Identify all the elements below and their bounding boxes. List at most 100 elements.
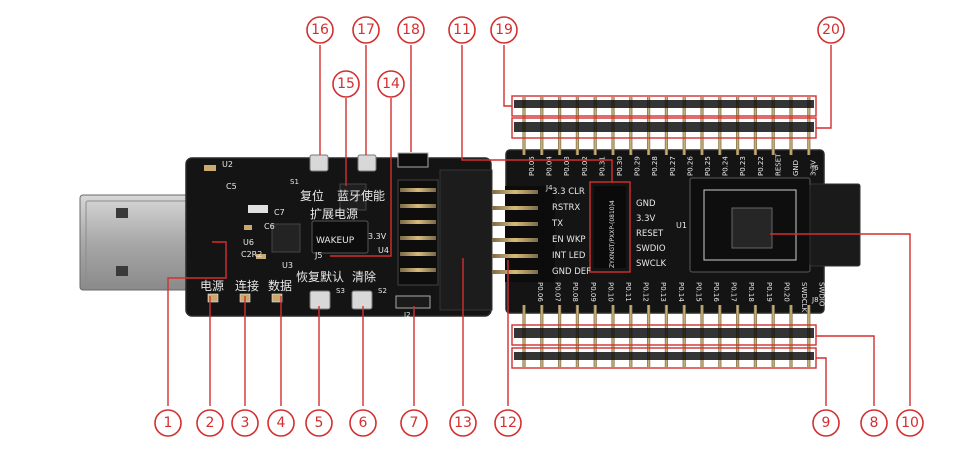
label-connect: 连接	[235, 278, 259, 293]
callout-label: 8	[870, 415, 879, 431]
side-header-pin	[492, 254, 538, 258]
callout-5: 5	[305, 409, 333, 437]
top-pin-headers	[514, 97, 814, 155]
label-u6: U6	[243, 238, 254, 247]
side-header-pin	[400, 252, 436, 256]
top-pin-label: P0.24	[722, 156, 730, 176]
side-header-label: GND DEF	[552, 267, 591, 277]
callout-2: 2	[196, 409, 224, 437]
bottom-pin-label: P0.08	[571, 282, 579, 302]
bottom-pin-label: P0.10	[606, 282, 614, 302]
swd-label: RESET	[636, 229, 664, 239]
side-header-pin	[492, 270, 538, 274]
callout-label: 2	[206, 415, 215, 431]
usb-dongle-pcb	[185, 152, 493, 317]
callout-11: 11	[448, 16, 476, 44]
label-u2: U2	[222, 160, 233, 169]
callout-18: 18	[397, 16, 425, 44]
callout-15: 15	[332, 70, 360, 98]
side-header-pin	[400, 220, 436, 224]
callout-10: 10	[896, 409, 924, 437]
callout-7: 7	[400, 409, 428, 437]
module-board	[505, 149, 861, 314]
callout-6: 6	[349, 409, 377, 437]
bottom-pin-label: P0.12	[642, 282, 650, 302]
callout-label: 5	[315, 415, 324, 431]
top-pin-label: P0.03	[563, 156, 571, 176]
label-power: 电源	[200, 279, 224, 293]
side-header-label: TX	[551, 219, 563, 229]
side-header-pin	[492, 206, 538, 210]
highlight-bottom-header-inner	[511, 324, 817, 346]
header-plastic-strip	[514, 122, 814, 132]
leader-1	[167, 241, 227, 406]
label-bt-enable: 蓝牙使能	[337, 188, 385, 203]
callout-13: 13	[449, 409, 477, 437]
top-pin-label: P0.29	[634, 156, 642, 176]
side-header-pin	[492, 190, 538, 194]
callout-4: 4	[267, 409, 295, 437]
callout-label: 3	[241, 415, 250, 431]
swd-label: GND	[636, 199, 656, 209]
top-pin-label: P0.27	[669, 156, 677, 176]
top-pin-label: P0.04	[546, 156, 554, 176]
callout-label: 10	[901, 415, 919, 431]
top-pin-label: P0.28	[651, 156, 659, 176]
bottom-pin-label: SWDIO	[818, 282, 826, 307]
top-pin-label: P0.22	[757, 156, 765, 176]
usb-side-header-pins	[400, 188, 538, 274]
top-pin-label: P0.31	[598, 156, 606, 176]
top-pin-label: P0.25	[704, 156, 712, 176]
side-header-pin	[492, 238, 538, 242]
side-header-label: RSTRX	[552, 203, 580, 213]
callout-label: 16	[311, 22, 329, 38]
top-pin-label: P0.30	[616, 156, 624, 176]
label-c5: C5	[226, 182, 237, 191]
callout-label: 12	[499, 415, 517, 431]
callout-1: 1	[154, 409, 182, 437]
callout-12: 12	[494, 409, 522, 437]
top-pin-label: P0.26	[686, 156, 694, 176]
side-header-pin	[400, 236, 436, 240]
bottom-pin-label: P0.17	[730, 282, 738, 302]
top-pin-label: P0.05	[528, 156, 536, 176]
label-s2: S2	[378, 287, 387, 295]
callout-label: 7	[410, 415, 419, 431]
label-ext-power: 扩展电源	[310, 207, 358, 221]
callout-14: 14	[377, 70, 405, 98]
bottom-pin-label: SWDCLK	[800, 282, 808, 313]
top-pin-label: 3.3V	[810, 160, 818, 176]
label-u3: U3	[282, 261, 293, 270]
callout-label: 14	[382, 76, 400, 92]
callout-label: 9	[822, 415, 831, 431]
bottom-pin-headers	[514, 305, 814, 367]
callout-8: 8	[860, 409, 888, 437]
top-pin-label: RESET	[774, 153, 782, 176]
label-restore-default: 恢复默认	[296, 269, 344, 284]
module-silkscreen: P0.05 P0.04 P0.03 P0.02 P0.31 P0.30 P0.29 P0.28…	[528, 153, 826, 313]
side-header-label: INT LED	[552, 251, 586, 261]
bottom-pin-label: P0.20	[782, 282, 790, 302]
callout-17: 17	[352, 16, 380, 44]
bottom-pin-label: P0.09	[589, 282, 597, 302]
label-j6: J6	[811, 164, 819, 172]
side-header-pin	[492, 222, 538, 226]
label-clear: 清除	[352, 269, 376, 284]
swd-label: 3.3V	[636, 214, 656, 224]
usb-pcb-silkscreen: U2 C5 C7 C6 U6 C2R2 U3 电源 连接 数据 复位 蓝牙使能 …	[200, 160, 411, 319]
callout-3: 3	[231, 409, 259, 437]
callout-label: 6	[359, 415, 368, 431]
callout-label: 18	[402, 22, 420, 38]
header-plastic-strip	[514, 328, 814, 338]
callout-label: 1	[164, 415, 173, 431]
label-c2r2: C2R2	[241, 250, 262, 259]
side-header-pin	[400, 188, 436, 192]
leader-14	[330, 98, 392, 257]
bottom-pin-label: P0.11	[624, 282, 632, 302]
top-pin-label: P0.02	[581, 156, 589, 176]
label-c6: C6	[264, 222, 275, 231]
callout-label: 13	[454, 415, 472, 431]
top-pin-label: P0.23	[739, 156, 747, 176]
bottom-pin-label: P0.16	[712, 282, 720, 302]
